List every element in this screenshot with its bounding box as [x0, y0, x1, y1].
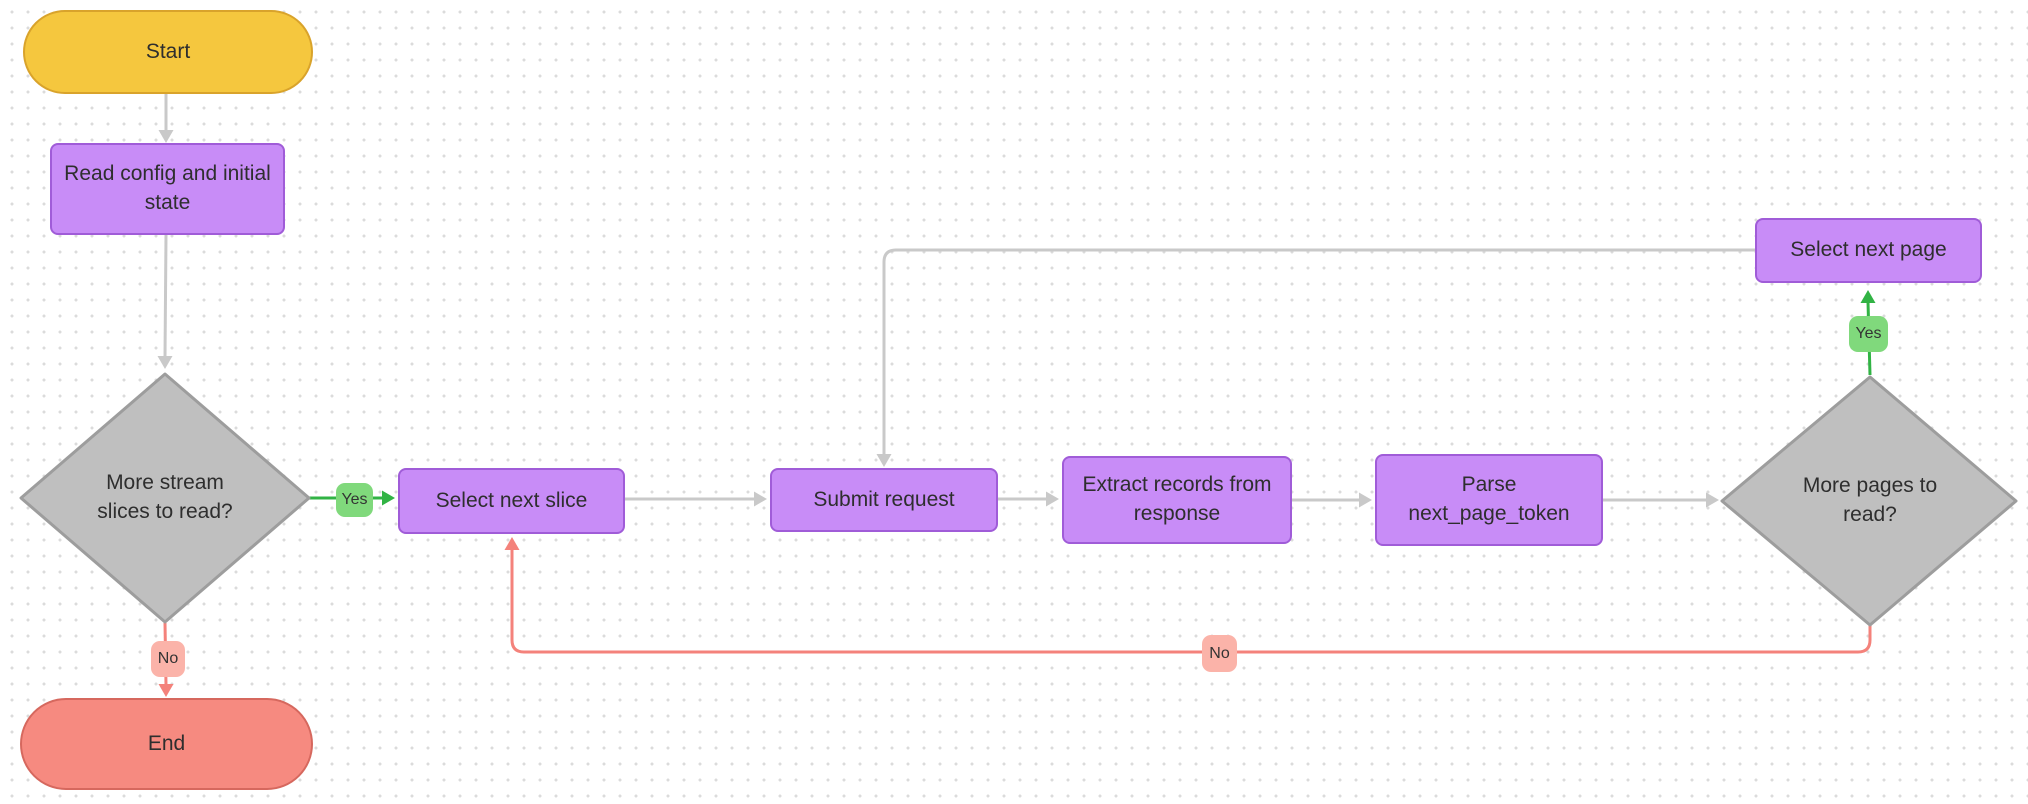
node-select-next-page: Select next page [1755, 218, 1982, 283]
edge-extract-records-to-parse-token [1292, 492, 1372, 508]
edge-select-next-page-to-submit-request [876, 248, 1755, 467]
edge-read-config-to-more-slices [157, 234, 173, 369]
edge-label-no-more-pages: No [1202, 635, 1237, 672]
node-end: End [20, 698, 313, 790]
node-end-label: End [147, 731, 186, 755]
edge-label-yes-more-pages: Yes [1849, 316, 1888, 352]
edge-label-no-more-slices: No [151, 641, 185, 677]
decision-more-slices-label: More stream slices to read? [97, 471, 233, 523]
node-start-label: Start [145, 39, 191, 63]
node-parse-next-page-token: Parse next_page_token [1375, 454, 1603, 546]
node-read-config: Read config and initial state [50, 143, 285, 235]
node-select-next-page-label: Select next page [1790, 238, 1947, 262]
node-submit-request-label: Submit request [813, 487, 955, 511]
decision-more-slices-shape [19, 372, 311, 624]
decision-more-pages-label: More pages to read? [1802, 474, 1938, 526]
edge-submit-request-to-extract-records [998, 491, 1059, 507]
node-select-next-slice-label: Select next slice [435, 488, 588, 512]
node-extract-records: Extract records from response [1062, 456, 1292, 544]
edge-more-pages-no-to-select-next-slice [504, 537, 1872, 654]
edge-select-next-slice-to-submit-request [625, 491, 767, 507]
node-select-next-slice: Select next slice [398, 468, 625, 534]
edge-start-to-read-config [158, 94, 174, 143]
node-read-config-label: Read config and initial state [64, 162, 271, 214]
edge-label-yes-more-slices: Yes [336, 483, 373, 517]
node-start: Start [23, 10, 313, 94]
node-parse-next-page-token-label: Parse next_page_token [1408, 473, 1570, 525]
node-extract-records-label: Extract records from response [1082, 473, 1272, 525]
edge-parse-token-to-more-pages [1603, 492, 1719, 508]
node-submit-request: Submit request [770, 468, 998, 532]
decision-more-pages-shape [1720, 375, 2018, 627]
